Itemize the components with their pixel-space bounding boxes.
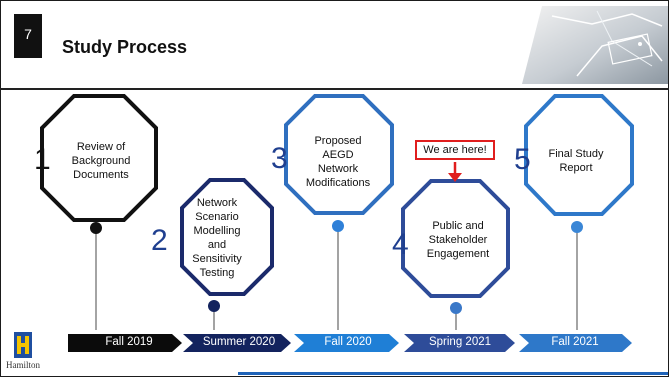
- hamilton-logo-icon: [14, 332, 32, 358]
- step-2-dot: [208, 300, 220, 312]
- map-image: [522, 6, 668, 84]
- footer-line: [238, 372, 668, 375]
- slide-title: Study Process: [62, 37, 188, 57]
- step-3-dot: [332, 220, 344, 232]
- step-2-octagon: [180, 178, 274, 296]
- slide-number: 7: [14, 14, 42, 58]
- timeline-label-3: Fall 2020: [324, 336, 372, 348]
- we-are-here-callout: We are here!: [415, 140, 495, 160]
- timeline-chevron-5: [519, 334, 632, 352]
- hamilton-logo-text: Hamilton: [6, 360, 40, 370]
- timeline-label-4: Spring 2021: [428, 336, 492, 348]
- step-1-dot: [90, 222, 102, 234]
- step-4-number: 4: [392, 228, 409, 261]
- timeline-chevron-2: [183, 334, 291, 352]
- timeline-chevron-3: [294, 334, 399, 352]
- step-3-number: 3: [271, 142, 288, 175]
- step-4-octagon: [401, 179, 510, 298]
- step-5-number: 5: [514, 143, 531, 176]
- timeline-label-2: Summer 2020: [202, 336, 276, 348]
- header-divider: [0, 88, 669, 90]
- timeline-label-5: Fall 2021: [551, 336, 599, 348]
- timeline-chevron-4: [404, 334, 515, 352]
- timeline-label-1: Fall 2019: [105, 336, 153, 348]
- step-2-number: 2: [151, 224, 168, 257]
- timeline-chevron-1: [68, 334, 182, 352]
- step-5-dot: [571, 221, 583, 233]
- step-5-octagon: [524, 94, 634, 216]
- callout-arrow-icon: [448, 173, 462, 182]
- step-3-octagon: [284, 94, 394, 215]
- step-1-octagon: [40, 94, 158, 222]
- step-1-number: 1: [34, 143, 51, 176]
- step-4-dot: [450, 302, 462, 314]
